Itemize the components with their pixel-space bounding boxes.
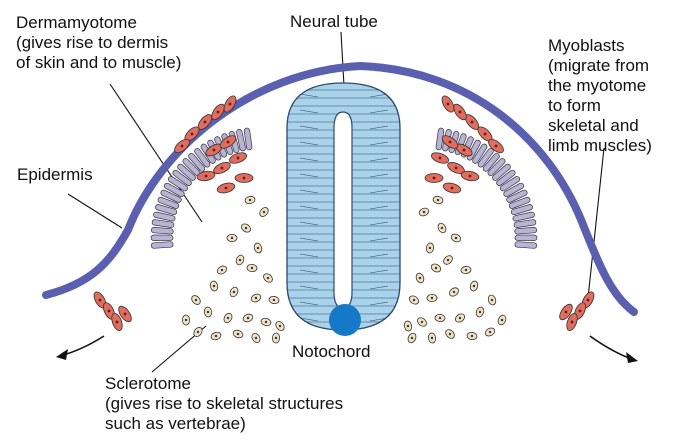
sclerotome-cell bbox=[408, 294, 420, 306]
myoblast-cell bbox=[430, 151, 450, 166]
sclerotome-cell bbox=[232, 329, 244, 339]
sclerotome-cell bbox=[467, 332, 478, 341]
sclerotome-cell bbox=[406, 332, 417, 344]
sclerotome-cell bbox=[448, 286, 460, 298]
sclerotome-cell bbox=[274, 320, 286, 332]
leader-line bbox=[68, 194, 122, 228]
label-line: the myotome bbox=[548, 76, 652, 96]
myoblast-cell bbox=[216, 181, 236, 194]
sclerotome-cell bbox=[258, 206, 270, 218]
label-line: (gives rise to skeletal structures bbox=[105, 394, 343, 414]
sclerotome-cell bbox=[204, 307, 212, 318]
myoblast-cell bbox=[425, 174, 443, 183]
label-sclerotome: Sclerotome (gives rise to skeletal struc… bbox=[105, 374, 343, 434]
sclerotome-cell bbox=[250, 293, 262, 304]
notochord bbox=[329, 304, 361, 336]
myoblast-cell bbox=[235, 174, 253, 183]
sclerotome-cell bbox=[432, 195, 443, 204]
sclerotome-cell bbox=[272, 333, 280, 343]
sclerotome-cell bbox=[469, 280, 478, 291]
label-line: skeletal and bbox=[548, 116, 652, 136]
label-dermamyotome: Dermamyotome (gives rise to dermis of sk… bbox=[16, 13, 181, 73]
label-line: Sclerotome bbox=[105, 374, 343, 394]
sclerotome-cell bbox=[235, 254, 245, 266]
arrow-right-head bbox=[626, 352, 638, 363]
sclerotome-cell bbox=[428, 333, 437, 344]
label-line: (migrate from bbox=[548, 56, 652, 76]
dermamyotome-cell bbox=[515, 235, 537, 241]
sclerotome-cell bbox=[253, 242, 263, 254]
sclerotome-cell bbox=[240, 222, 252, 234]
leader-line bbox=[341, 32, 344, 86]
sclerotome-cell bbox=[268, 296, 279, 305]
sclerotome-cell bbox=[450, 233, 462, 244]
sclerotome-cell bbox=[430, 262, 442, 273]
sclerotome-cell bbox=[475, 306, 485, 318]
sclerotome-cell bbox=[247, 264, 258, 272]
sclerotome-cell bbox=[229, 286, 240, 298]
myoblast-cell bbox=[440, 94, 457, 114]
myoblast-nucleus bbox=[433, 177, 436, 180]
label-epidermis: Epidermis bbox=[17, 165, 93, 185]
sclerotome-cell bbox=[487, 294, 497, 306]
label-myoblasts: Myoblasts (migrate from the myotome to f… bbox=[548, 36, 652, 156]
sclerotome-cell bbox=[222, 312, 233, 324]
sclerotome-cell bbox=[262, 272, 274, 284]
label-line: limb muscles) bbox=[548, 136, 652, 156]
sclerotome-cell bbox=[427, 294, 437, 302]
sclerotome-cell bbox=[444, 328, 456, 340]
dermamyotome-cell bbox=[515, 227, 537, 234]
label-line: (gives rise to dermis bbox=[16, 33, 181, 53]
label-line: Myoblasts bbox=[548, 36, 652, 56]
neural-tube bbox=[287, 83, 400, 330]
dermamyotome-cell bbox=[515, 241, 537, 248]
sclerotome-cell bbox=[210, 331, 222, 341]
myoblast-nucleus bbox=[243, 177, 246, 180]
label-neural-tube: Neural tube bbox=[290, 12, 378, 32]
label-line: to form bbox=[548, 96, 652, 116]
label-line: such as vertebrae) bbox=[105, 414, 343, 434]
sclerotome-cell bbox=[244, 195, 255, 204]
label-notochord: Notochord bbox=[292, 342, 370, 362]
label-line: Dermamyotome bbox=[16, 13, 181, 33]
sclerotome-cell bbox=[415, 272, 426, 284]
sclerotome-cell bbox=[227, 234, 237, 241]
sclerotome-cell bbox=[435, 314, 445, 322]
sclerotome-cell bbox=[418, 207, 430, 218]
sclerotome-cell bbox=[260, 317, 272, 327]
sclerotome-cell bbox=[497, 314, 508, 326]
myoblast-cell bbox=[460, 170, 479, 182]
sclerotome-cell bbox=[242, 313, 254, 323]
sclerotome-cell bbox=[216, 264, 228, 275]
sclerotome-cell bbox=[461, 266, 472, 274]
sclerotome-cell bbox=[442, 254, 454, 266]
dermamyotome-left bbox=[151, 128, 252, 249]
sclerotome-nucleus bbox=[231, 237, 233, 239]
sclerotome-cell bbox=[436, 222, 447, 234]
sclerotome-cell bbox=[250, 332, 261, 344]
notochord-disk bbox=[329, 304, 361, 336]
sclerotome-cell bbox=[182, 315, 189, 325]
dermamyotome-cell bbox=[151, 227, 173, 234]
sclerotome-cell bbox=[484, 326, 496, 337]
sclerotome-cell bbox=[416, 316, 428, 328]
leader-line bbox=[110, 84, 202, 222]
dermamyotome-cell bbox=[151, 235, 173, 241]
myoblast-cell bbox=[442, 181, 462, 194]
sclerotome-cell bbox=[454, 312, 466, 324]
neural-canal bbox=[334, 112, 352, 308]
sclerotome-cell bbox=[426, 242, 435, 253]
sclerotome-cell bbox=[403, 320, 412, 331]
dermamyotome-cell bbox=[151, 241, 173, 248]
sclerotome-cell bbox=[210, 280, 219, 291]
arrow-left-head bbox=[56, 349, 68, 360]
label-line: of skin and to muscle) bbox=[16, 53, 181, 73]
sclerotome-cell bbox=[190, 294, 202, 306]
